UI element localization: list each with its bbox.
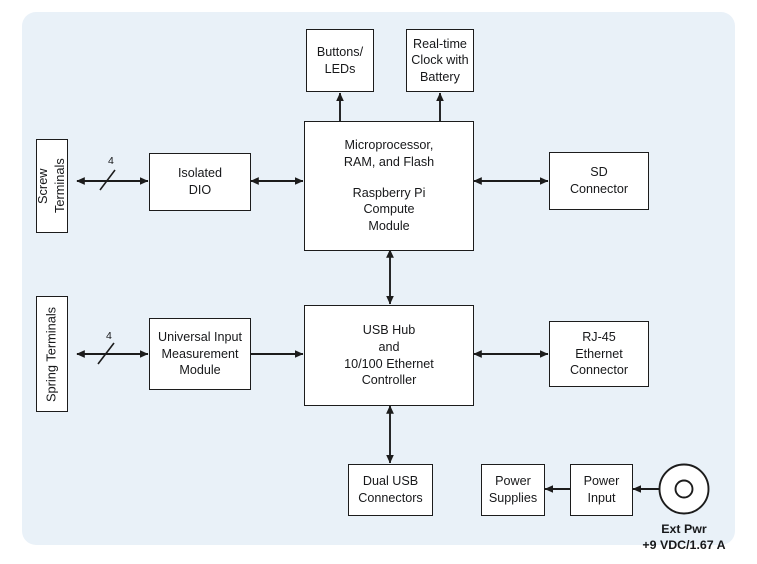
processor-top-anchor — [304, 92, 310, 96]
block-screw-terminals[interactable]: Screw Terminals — [35, 139, 68, 233]
block-processor[interactable]: Microprocessor, RAM, and Flash Raspberry… — [304, 121, 474, 251]
block-buttons-leds[interactable]: Buttons/ LEDs — [306, 29, 374, 92]
bus-slash-screw-terminals — [99, 169, 116, 191]
block-usb-hub-ethernet-controller[interactable]: USB Hub and 10/100 Ethernet Controller — [304, 305, 474, 406]
block-rj45-ethernet-connector[interactable]: RJ-45 Ethernet Connector — [549, 321, 649, 387]
block-real-time-clock[interactable]: Real-time Clock with Battery — [406, 29, 474, 92]
block-spring-terminals[interactable]: Spring Terminals — [36, 296, 68, 412]
block-isolated-dio-label: Isolated DIO — [177, 166, 223, 197]
block-power-supplies-label: Power Supplies — [488, 474, 538, 505]
block-power-supplies[interactable]: Power Supplies — [481, 464, 545, 516]
bus-width-label-screw-terminals: 4 — [108, 155, 114, 167]
block-universal-input-measurement-module-label: Universal Input Measurement Module — [158, 330, 242, 378]
block-dual-usb-connectors[interactable]: Dual USB Connectors — [348, 464, 433, 516]
block-buttons-leds-label: Buttons/ LEDs — [316, 44, 364, 76]
block-dual-usb-connectors-label: Dual USB Connectors — [358, 474, 423, 505]
ext-power-jack-pin-icon — [674, 479, 694, 499]
diagram-panel-background — [22, 12, 735, 545]
bus-width-label-spring-terminals: 4 — [106, 330, 112, 342]
block-isolated-dio[interactable]: Isolated DIO — [149, 153, 251, 211]
block-power-input[interactable]: Power Input — [570, 464, 633, 516]
block-rj45-ethernet-connector-label: RJ-45 Ethernet Connector — [569, 330, 629, 378]
block-usb-hub-ethernet-controller-label: USB Hub and 10/100 Ethernet Controller — [344, 323, 434, 388]
block-sd-connector-label: SD Connector — [569, 165, 629, 196]
block-universal-input-measurement-module[interactable]: Universal Input Measurement Module — [149, 318, 251, 390]
bus-slash-spring-terminals — [97, 342, 115, 365]
block-sd-connector[interactable]: SD Connector — [549, 152, 649, 210]
block-real-time-clock-label: Real-time Clock with Battery — [411, 36, 469, 84]
ext-power-annotation: Ext Pwr +9 VDC/1.67 A — [642, 522, 726, 553]
block-screw-terminals-label: Screw Terminals — [35, 158, 67, 214]
block-spring-terminals-label: Spring Terminals — [43, 306, 59, 402]
block-processor-label-secondary: Raspberry Pi Compute Module — [352, 185, 426, 233]
block-processor-label-primary: Microprocessor, RAM, and Flash — [343, 138, 435, 170]
block-power-input-label: Power Input — [583, 474, 620, 505]
